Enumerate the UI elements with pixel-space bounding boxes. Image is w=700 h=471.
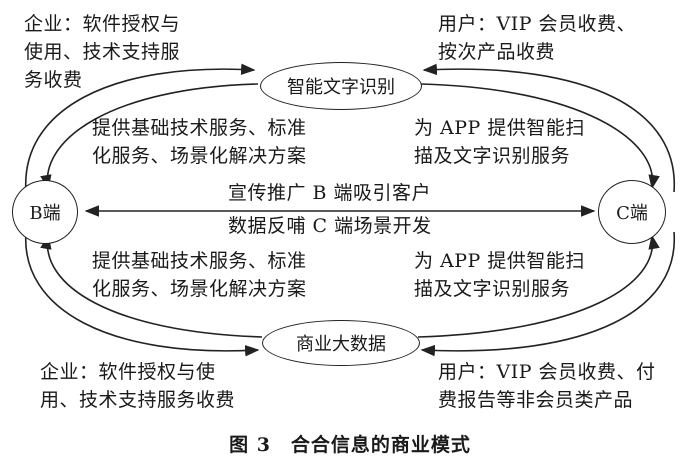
label-inner-bottom-right-2: 描及文字识别服务 [414, 278, 571, 300]
node-ocr-label: 智能文字识别 [287, 77, 395, 98]
node-ocr: 智能文字识别 [260, 62, 422, 110]
arrow-bottom-to-c [417, 234, 660, 338]
label-bottom-left-2: 用、技术支持服务收费 [40, 389, 236, 411]
label-bottom-left-1: 企业：软件授权与使 [40, 361, 216, 383]
label-mid-bottom: 数据反哺 C 端场景开发 [228, 215, 432, 237]
node-c-end: C端 [598, 180, 666, 244]
label-top-right-1: 用户：VIP 会员收费、 [438, 13, 637, 35]
node-c-end-label: C端 [616, 203, 648, 224]
label-top-left-1: 企业：软件授权与 [24, 13, 181, 35]
label-top-left-2: 使用、技术支持服 [24, 41, 181, 63]
arrow-outer-top-right [422, 63, 675, 193]
label-inner-top-right-1: 为 APP 提供智能扫 [414, 117, 585, 139]
arrow-bottom-to-b [40, 234, 263, 338]
arrow-top-to-b [40, 83, 259, 190]
label-mid-top: 宣传推广 B 端吸引客户 [228, 182, 432, 204]
arrow-outer-top-left [25, 63, 256, 193]
label-top-right-2: 按次产品收费 [438, 41, 556, 63]
label-top-left-3: 务收费 [24, 69, 83, 91]
label-inner-top-left-2: 化服务、场景化解决方案 [92, 145, 307, 167]
label-bottom-right-2: 费报告等非会员类产品 [438, 389, 634, 411]
label-inner-top-right-2: 描及文字识别服务 [414, 145, 571, 167]
node-big-data: 商业大数据 [262, 320, 420, 366]
figure-caption: 图 3 合合信息的商业模式 [229, 434, 471, 456]
label-inner-bottom-left-2: 化服务、场景化解决方案 [92, 278, 307, 300]
node-big-data-label: 商业大数据 [296, 334, 386, 355]
label-inner-top-left-1: 提供基础技术服务、标准 [92, 117, 307, 139]
arrow-top-to-c [419, 83, 660, 190]
label-inner-bottom-left-1: 提供基础技术服务、标准 [92, 250, 307, 272]
node-b-end-label: B端 [29, 203, 61, 224]
label-inner-bottom-right-1: 为 APP 提供智能扫 [414, 250, 585, 272]
label-bottom-right-1: 用户：VIP 会员收费、付 [438, 361, 656, 383]
arrow-outer-bottom-right [420, 231, 675, 357]
node-b-end: B端 [12, 180, 78, 244]
arrow-outer-bottom-left [25, 231, 260, 357]
